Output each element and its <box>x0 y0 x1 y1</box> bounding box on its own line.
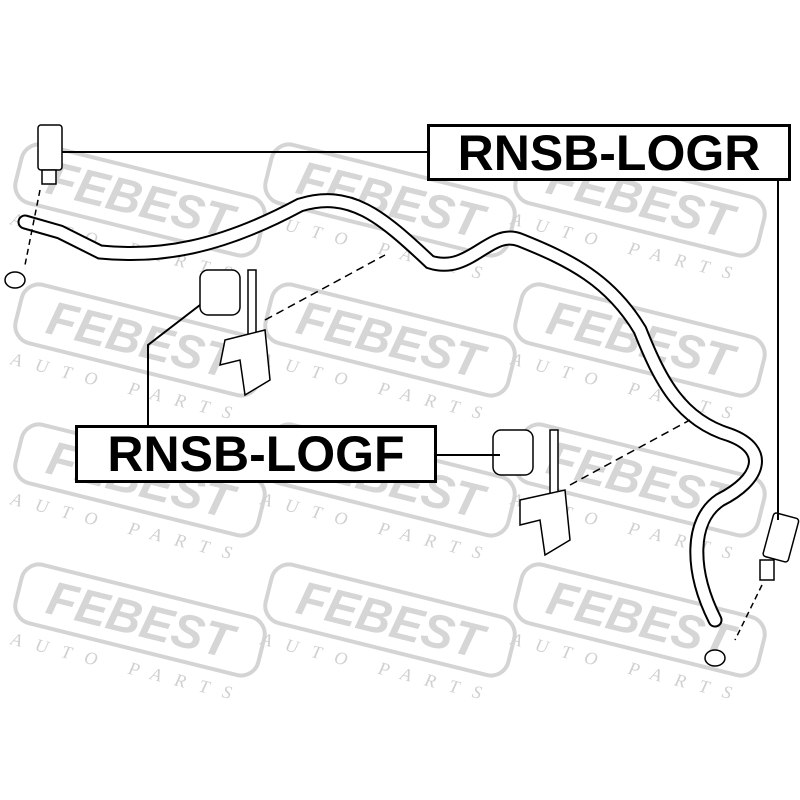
right-end-bushing <box>704 512 800 667</box>
part-label-rear: RNSB-LOGR <box>427 124 791 181</box>
left-bushing-bracket <box>199 254 386 397</box>
stabilizer-bar <box>17 193 763 628</box>
left-end-bushing <box>4 124 63 289</box>
right-bushing-bracket <box>492 419 691 557</box>
part-label-front: RNSB-LOGF <box>75 425 437 483</box>
